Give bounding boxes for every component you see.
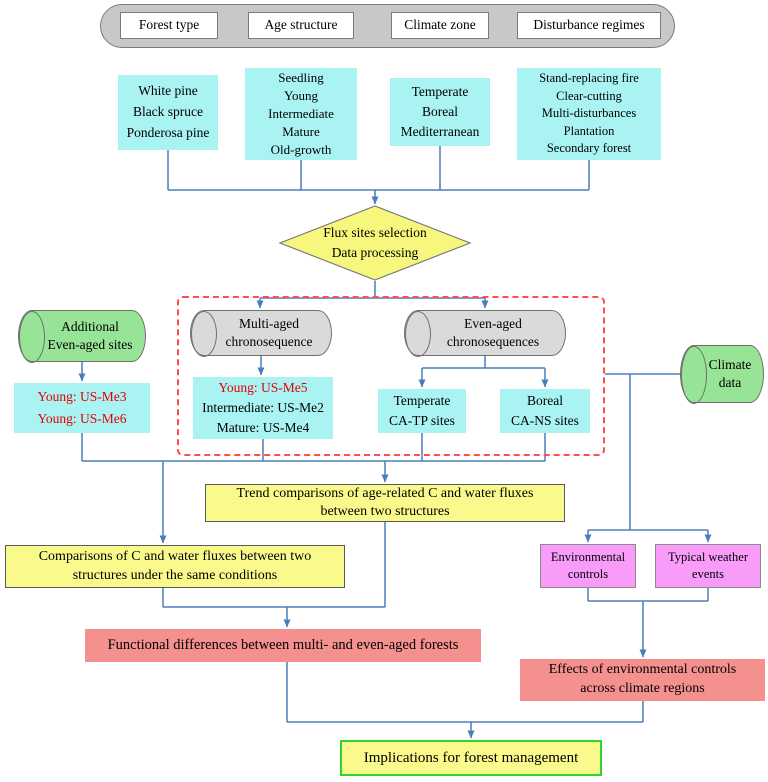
multi-aged-label: Multi-aged chronosequence xyxy=(225,315,313,349)
category-box-forest-type: Forest type xyxy=(120,12,218,39)
temperate-sites-box: Temperate CA-TP sites xyxy=(378,389,466,433)
options-forest-type: White pine Black spruce Ponderosa pine xyxy=(118,75,218,150)
diamond-shape xyxy=(278,205,472,281)
additional-even-aged-cylinder: Additional Even-aged sites xyxy=(18,310,146,363)
category-box-climate-zone: Climate zone xyxy=(391,12,489,39)
climate-data-cylinder: Climate data xyxy=(680,345,764,404)
site-us-me2-label: Intermediate: US-Me2 xyxy=(202,400,324,415)
effects-box: Effects of environmental controls across… xyxy=(520,659,765,701)
multi-aged-cylinder: Multi-aged chronosequence xyxy=(190,310,332,357)
flux-selection-diamond: Flux sites selection Data processing xyxy=(278,204,472,282)
site-us-me4-label: Mature: US-Me4 xyxy=(216,420,310,435)
even-aged-cylinder: Even-aged chronosequences xyxy=(404,310,566,357)
flux-selection-label: Flux sites selection Data processing xyxy=(323,225,427,260)
site-selection-dashed-frame xyxy=(177,296,605,456)
category-box-age-structure: Age structure xyxy=(248,12,354,39)
additional-sites-box: Young: US-Me3 Young: US-Me6 xyxy=(14,383,150,433)
category-box-disturbance-regimes: Disturbance regimes xyxy=(517,12,661,39)
implications-box: Implications for forest management xyxy=(340,740,602,776)
same-conditions-comparisons-box: Comparisons of C and water fluxes betwee… xyxy=(5,545,345,588)
options-climate-zone: Temperate Boreal Mediterranean xyxy=(390,78,490,146)
options-age-structure: Seedling Young Intermediate Mature Old-g… xyxy=(245,68,357,160)
multi-aged-sites-box: Young: US-Me5 Intermediate: US-Me2 Matur… xyxy=(193,377,333,439)
boreal-sites-box: Boreal CA-NS sites xyxy=(500,389,590,433)
trend-comparisons-box: Trend comparisons of age-related C and w… xyxy=(205,484,565,522)
site-us-me5-label: Young: US-Me5 xyxy=(218,380,308,395)
typical-weather-events-box: Typical weather events xyxy=(655,544,761,588)
even-aged-label: Even-aged chronosequences xyxy=(446,315,540,349)
additional-even-aged-label: Additional Even-aged sites xyxy=(47,318,133,352)
environmental-controls-box: Environmental controls xyxy=(540,544,636,588)
options-disturbance-regimes: Stand-replacing fire Clear-cutting Multi… xyxy=(517,68,661,160)
climate-data-label: Climate data xyxy=(708,356,752,390)
functional-differences-box: Functional differences between multi- an… xyxy=(85,629,481,662)
